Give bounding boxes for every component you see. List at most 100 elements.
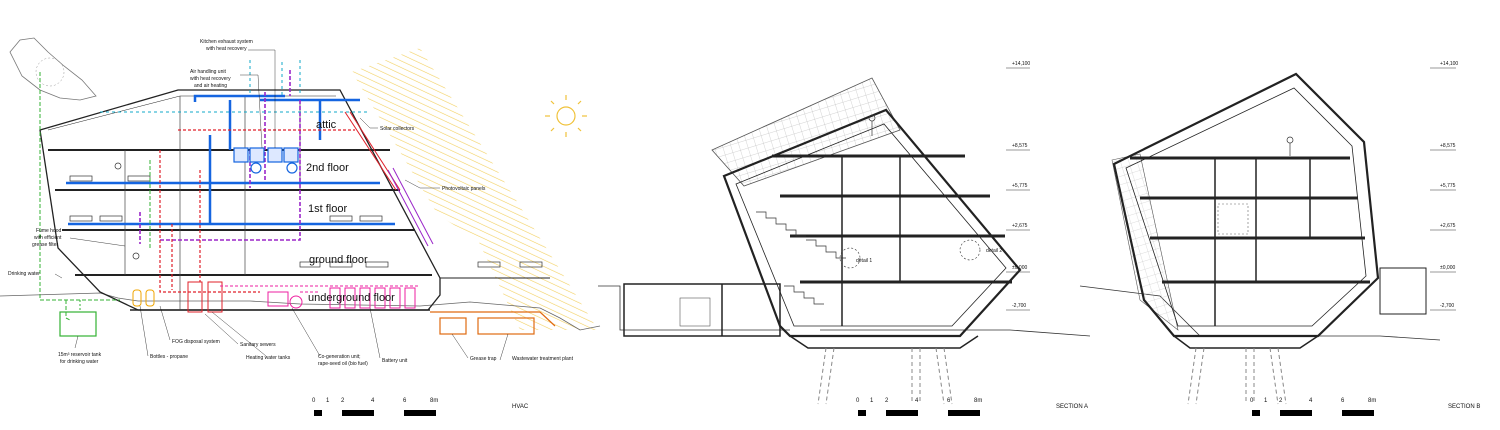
scale-b-tick-8m: 8m [1368,398,1376,404]
callout-bottles: Bottles - propane [150,354,188,360]
level-a-2: +5,775 [1012,183,1028,189]
callout-reservoir-2: for drinking water [60,359,99,365]
fresh-air-ducts [100,60,370,113]
scale-b-tick-6: 6 [1341,398,1345,404]
section-a-levels: +14,100 +8,575 +5,775 +2,675 ±0,000 -2,7… [1006,61,1030,311]
level-a-5: -2,700 [1012,303,1026,309]
callout-fume-2: with efficient [34,235,62,241]
level-b-3: +2,675 [1440,223,1456,229]
pv-panel-icons [387,167,434,247]
scale-tick-4: 4 [371,398,375,404]
callout-fume-1: Fume hood [36,228,62,234]
callout-cogen-2: rape-seed oil (bio fuel) [318,361,368,367]
detail-2-label: detail 2 [986,248,1002,254]
level-b-1: +8,575 [1440,143,1456,149]
callout-ahu-2: with heat recovery [190,76,231,82]
supply-air-ducts [66,94,395,226]
section-a-title: SECTION A [1056,404,1088,410]
callout-kitchen-exhaust-1: Kitchen exhaust system [200,39,253,45]
cogeneration-unit-icon [267,291,303,309]
callout-solar: Solar collectors [380,126,415,132]
scale-a-tick-6: 6 [947,398,951,404]
callout-sewers: Sanitary sewers [240,342,276,348]
scale-tick-2: 2 [341,398,345,404]
callout-cogen-1: Co-generation unit; [318,354,361,360]
floor-label-ground: ground floor [309,254,368,266]
leader-lines [54,49,509,361]
scale-b-tick-1: 1 [1264,398,1268,404]
scale-a-tick-2: 2 [885,398,889,404]
level-b-5: -2,700 [1440,303,1454,309]
piles-a [817,347,953,405]
wastewater-plant-icon [430,311,556,335]
floor-label-1st: 1st floor [308,203,347,215]
callout-wastewater: Wastewater treatment plant [512,356,574,362]
glazed-roof-a [711,77,901,187]
callout-fume-3: grease filter [32,242,58,248]
callout-grease: Grease trap [470,356,497,362]
electric-lines [220,285,420,293]
section-b-scale-bar: 0 1 2 4 6 8m [1250,398,1376,416]
scale-a-tick-4: 4 [915,398,919,404]
floor-label-attic: attic [316,119,337,131]
callout-drinking-water: Drinking water [8,271,40,277]
battery-unit-icon [329,287,416,309]
callout-pv: Photovoltaic panels [442,186,486,192]
callout-ahu-1: Air handling unit [190,69,226,75]
scale-tick-6: 6 [403,398,407,404]
callout-ahu-3: and air heating [194,83,227,89]
sun-icon [545,95,587,137]
building-outline [39,89,441,311]
callout-reservoir-1: 15m³ reservoir tank [58,352,102,358]
sun-rays [352,48,598,330]
level-b-0: +14,100 [1440,61,1458,67]
heating-water-tanks-icon [187,281,223,313]
stair-b-icon [1217,203,1249,235]
scale-b-tick-4: 4 [1309,398,1313,404]
scale-tick-0: 0 [312,398,316,404]
air-handling-unit [233,147,299,174]
callout-battery: Battery unit [382,358,408,364]
section-a-panel: detail 1 detail 2 +14,100 +8,575 +5,775 … [598,61,1091,416]
section-a-scale-bar: 0 1 2 4 6 8m [856,398,982,416]
hvac-title: HVAC [512,404,529,410]
detail-1-label: detail 1 [856,258,872,264]
hvac-panel: attic 2nd floor 1st floor ground floor u… [0,37,601,416]
furniture-icons [69,162,543,268]
callout-fog: FOG disposal system [172,339,220,345]
level-a-4: ±0,000 [1012,265,1027,271]
tree-icon [9,37,97,101]
person-figure-b-icon [1286,136,1294,144]
level-a-1: +8,575 [1012,143,1028,149]
stair-icon [756,211,846,305]
section-b-title: SECTION B [1448,404,1480,410]
callout-heating-tanks: Heating water tanks [246,355,291,361]
tree-canopy-icon [35,57,65,87]
propane-bottles-icon [132,289,155,307]
scale-b-tick-0: 0 [1250,398,1254,404]
detail-1-marker [839,247,861,269]
floor-label-2nd: 2nd floor [306,162,349,174]
level-a-0: +14,100 [1012,61,1030,67]
level-b-4: ±0,000 [1440,265,1455,271]
drinking-water-pipes [39,72,151,321]
section-b-panel: +14,100 +8,575 +5,775 +2,675 ±0,000 -2,7… [1079,61,1480,416]
detail-2-marker [959,239,981,261]
floor-label-underground: underground floor [308,292,395,304]
section-b-outline [1112,72,1380,338]
callout-kitchen-exhaust-2: with heat recovery [206,46,247,52]
scale-a-tick-0: 0 [856,398,860,404]
hvac-scale-bar: 0 1 2 4 6 8m [312,398,438,416]
cladding-b [1111,153,1179,331]
scale-b-tick-2: 2 [1279,398,1283,404]
level-b-2: +5,775 [1440,183,1456,189]
hot-water-pipes [159,129,355,293]
scale-a-tick-8m: 8m [974,398,982,404]
scale-tick-8m: 8m [430,398,438,404]
scale-tick-1: 1 [326,398,330,404]
section-b-levels: +14,100 +8,575 +5,775 +2,675 ±0,000 -2,7… [1430,61,1458,311]
reservoir-tank-icon [59,311,97,337]
level-a-3: +2,675 [1012,223,1028,229]
scale-a-tick-1: 1 [870,398,874,404]
